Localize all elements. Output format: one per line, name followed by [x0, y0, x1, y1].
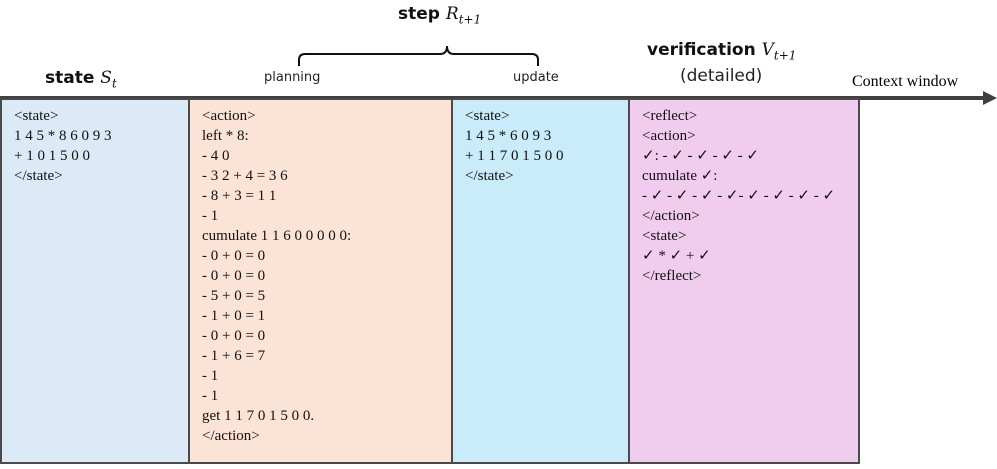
verification-line: <state> [642, 228, 687, 244]
arrow-head-icon [983, 91, 997, 105]
planning-box: <action> left * 8: - 4 0 - 3 2 + 4 = 3 6 - 8… [188, 98, 453, 464]
planning-line: - 1 + 0 = 1 [202, 308, 266, 324]
state-line: 1 4 5 * 8 6 0 9 3 [14, 128, 112, 144]
planning-line: cumulate 1 1 6 0 0 0 0 0: [202, 228, 352, 244]
verification-line: <reflect> [642, 108, 698, 124]
step-brace [298, 45, 539, 66]
verification-box: <reflect> <action> ✓: - ✓ - ✓ - ✓ - ✓ cumul… [628, 98, 860, 464]
planning-line: - 1 + 6 = 7 [202, 348, 266, 364]
planning-line: - 0 + 0 = 0 [202, 268, 266, 284]
verification-line: </reflect> [642, 268, 702, 284]
context-window-label: Context window [852, 73, 959, 90]
update-line: </state> [465, 168, 514, 184]
update-line: 1 4 5 * 6 0 9 3 [465, 128, 552, 144]
planning-line: - 3 2 + 4 = 3 6 [202, 168, 288, 184]
planning-line: - 8 + 3 = 1 1 [202, 188, 277, 204]
planning-line: get 1 1 7 0 1 5 0 0. [202, 408, 315, 424]
verification-line: ✓: - ✓ - ✓ - ✓ - ✓ [642, 148, 759, 164]
state-line: <state> [14, 108, 59, 124]
step-heading: step Rt+1 [398, 4, 482, 27]
verification-line: - ✓ - ✓ - ✓ - ✓- ✓ - ✓ - ✓ - ✓ [642, 188, 836, 204]
verification-heading: verification Vt+1 [647, 40, 797, 63]
planning-line: - 0 + 0 = 0 [202, 248, 266, 264]
planning-line: - 1 [202, 208, 219, 224]
verification-line: <action> [642, 128, 696, 144]
planning-line: - 1 [202, 388, 219, 404]
state-box: <state> 1 4 5 * 8 6 0 9 3 + 1 0 1 5 0 0 </s… [0, 98, 190, 464]
verification-note: (detailed) [680, 66, 763, 86]
planning-line: </action> [202, 428, 260, 444]
update-label: update [513, 70, 559, 85]
verification-line: ✓ * ✓ + ✓ [642, 248, 711, 264]
update-line: + 1 1 7 0 1 5 0 0 [465, 148, 564, 164]
state-line: + 1 0 1 5 0 0 [14, 148, 90, 164]
planning-line: <action> [202, 108, 256, 124]
planning-line: - 1 [202, 368, 219, 384]
update-box: <state> 1 4 5 * 6 0 9 3 + 1 1 7 0 1 5 0 0 <… [451, 98, 630, 464]
verification-line: </action> [642, 208, 700, 224]
planning-line: - 4 0 [202, 148, 230, 164]
planning-line: - 0 + 0 = 0 [202, 328, 266, 344]
verification-line: cumulate ✓: [642, 168, 718, 184]
update-line: <state> [465, 108, 510, 124]
planning-label: planning [264, 70, 321, 85]
planning-line: - 5 + 0 = 5 [202, 288, 266, 304]
planning-line: left * 8: [202, 128, 249, 144]
state-line: </state> [14, 168, 63, 184]
state-heading: state St [45, 68, 117, 91]
